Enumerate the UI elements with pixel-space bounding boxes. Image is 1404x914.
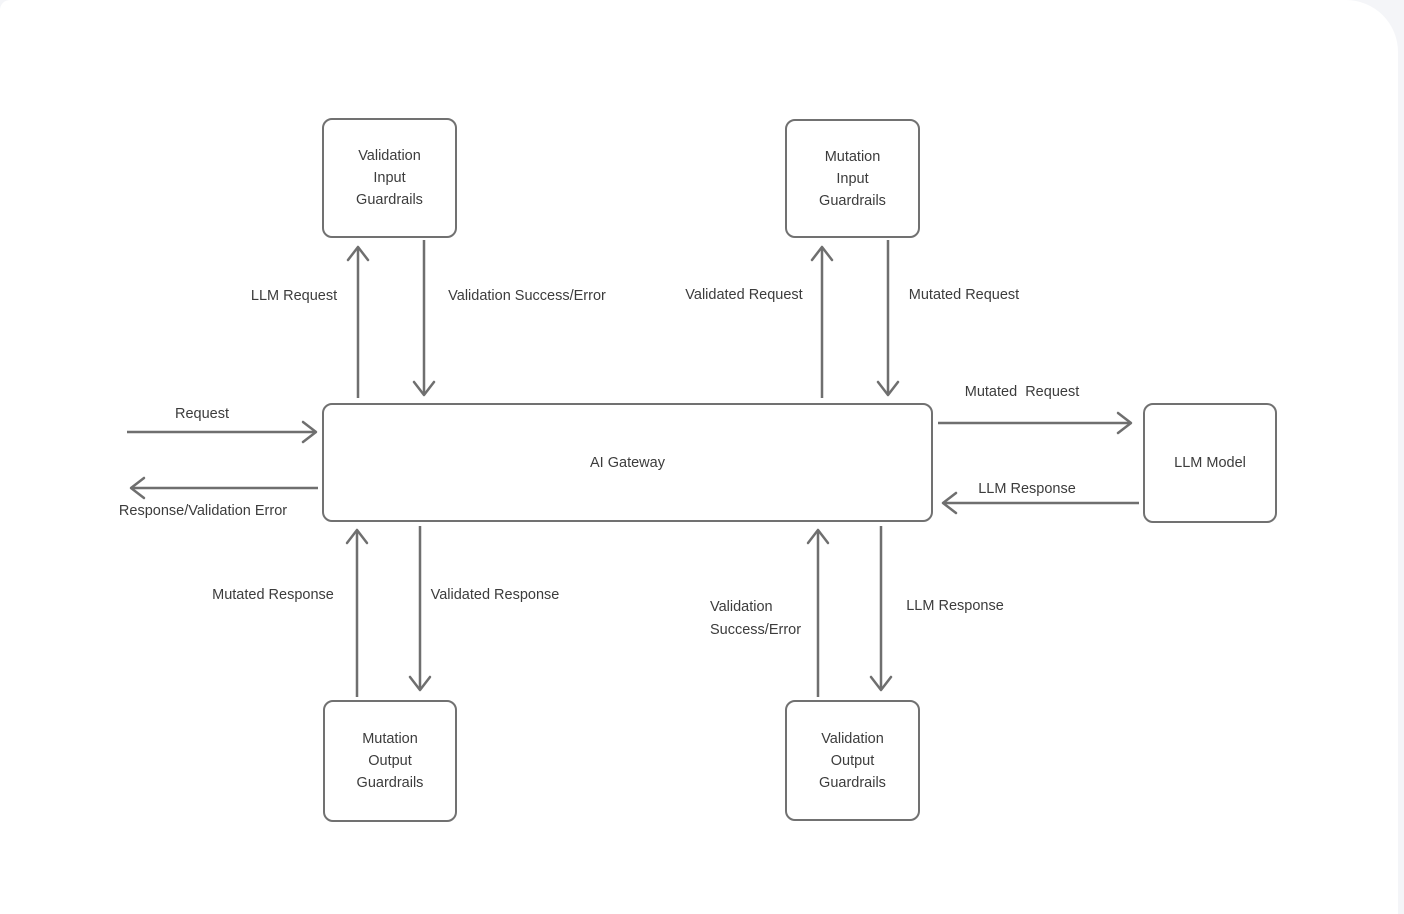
node-label-line: Validation (358, 148, 421, 164)
edge-label-llm-response-from-llm: LLM Response (978, 481, 1076, 497)
edge-label-line: Success/Error (710, 622, 802, 638)
node-validation-output-guardrails: Validation Output Guardrails (785, 700, 920, 821)
node-label: LLM Model (1174, 455, 1246, 471)
node-label-line: Guardrails (819, 774, 886, 791)
node-label-line: Output (830, 752, 875, 769)
edge-label-line: Validation (710, 599, 773, 615)
node-label-line: Mutation (824, 148, 881, 165)
node-label-line: Guardrails (819, 192, 886, 209)
edge-label-mutated-response: Mutated Response (212, 587, 334, 603)
node-label-line: Validation (821, 730, 884, 747)
edge-label-validation-success-error-top: Validation Success/Error (448, 288, 606, 304)
node-label-line: Input (373, 170, 406, 186)
edge-label-mutated-request-top: Mutated Request (908, 287, 1020, 303)
node-label-line: Guardrails (356, 192, 423, 208)
node-ai-gateway: AI Gateway (322, 403, 933, 522)
edge-label-validated-response: Validated Response (430, 587, 560, 603)
edge-label-llm-request: LLM Request (250, 288, 338, 304)
node-label-line: Mutation (362, 731, 418, 747)
node-label: AI Gateway (590, 454, 665, 471)
edge-label-llm-response-bottom: LLM Response (906, 598, 1004, 614)
edge-label-mutated-request-to-llm: Mutated Request (964, 384, 1080, 400)
node-label-line: Guardrails (356, 775, 424, 791)
edge-label-request: Request (174, 406, 230, 422)
edge-label-validation-success-error-bottom: Validation Success/Error (710, 596, 801, 642)
edge-label-response-validation-error: Response/Validation Error (118, 503, 288, 519)
edge-label-validated-request: Validated Request (685, 287, 803, 303)
node-label-line: Output (368, 753, 412, 769)
node-validation-input-guardrails: Validation Input Guardrails (322, 118, 457, 238)
node-mutation-input-guardrails: Mutation Input Guardrails (785, 119, 920, 238)
node-llm-model: LLM Model (1143, 403, 1277, 523)
node-label-line: Input (836, 170, 869, 187)
node-mutation-output-guardrails: Mutation Output Guardrails (323, 700, 457, 822)
